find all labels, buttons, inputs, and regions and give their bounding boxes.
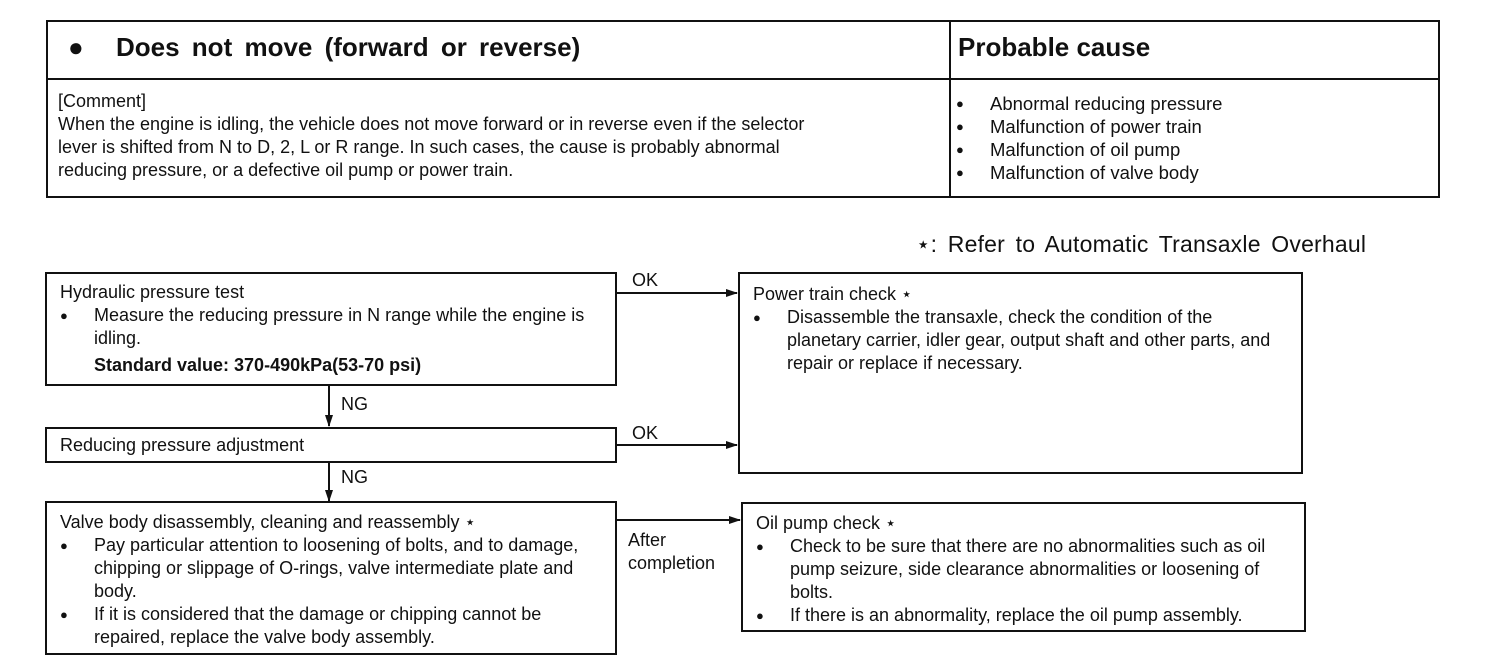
table-divider-horizontal	[48, 78, 1438, 80]
valve-body-box: Valve body disassembly, cleaning and rea…	[45, 501, 617, 655]
step-list: Disassemble the transaxle, check the con…	[753, 306, 1291, 375]
completion-label: completion	[628, 553, 716, 573]
cause-item: Abnormal reducing pressure	[956, 92, 1222, 115]
reducing-pressure-adjustment-box: Reducing pressure adjustment	[45, 427, 617, 463]
box-title: Hydraulic pressure test	[60, 282, 245, 302]
step-item: If it is considered that the damage or c…	[60, 603, 605, 649]
ok-label: OK	[632, 423, 659, 443]
ng-label: NG	[341, 467, 368, 487]
step-list: Pay particular attention to loosening of…	[60, 534, 605, 649]
box-title: Power train check ⋆	[753, 284, 913, 304]
step-item: Pay particular attention to loosening of…	[60, 534, 605, 603]
box-title: Oil pump check ⋆	[756, 513, 897, 533]
step-list: Check to be sure that there are no abnor…	[756, 535, 1294, 627]
step-item: Disassemble the transaxle, check the con…	[753, 306, 1291, 375]
bullet-icon: ●	[68, 32, 84, 62]
comment-label: [Comment]	[58, 91, 147, 111]
ng-label: NG	[341, 394, 368, 414]
symptom-title-text: Does not move (forward or reverse)	[116, 32, 581, 62]
step-item: If there is an abnormality, replace the …	[756, 604, 1294, 627]
cause-item: Malfunction of valve body	[956, 161, 1222, 184]
oil-pump-check-box: Oil pump check ⋆ Check to be sure that t…	[741, 502, 1306, 632]
probable-cause-heading: Probable cause	[958, 32, 1151, 62]
comment-line: When the engine is idling, the vehicle d…	[58, 114, 805, 134]
table-divider-vertical	[949, 22, 951, 196]
comment-line: reducing pressure, or a defective oil pu…	[58, 160, 514, 180]
probable-cause-list: Abnormal reducing pressure Malfunction o…	[956, 92, 1222, 184]
box-title: Valve body disassembly, cleaning and rea…	[60, 512, 476, 532]
step-item: Check to be sure that there are no abnor…	[756, 535, 1294, 604]
overhaul-reference-note: ⋆: Refer to Automatic Transaxle Overhaul	[916, 231, 1367, 257]
hydraulic-pressure-test-box: Hydraulic pressure test Measure the redu…	[45, 272, 617, 386]
cause-item: Malfunction of power train	[956, 115, 1222, 138]
box-title: Reducing pressure adjustment	[60, 435, 305, 455]
after-label: After	[628, 530, 667, 550]
power-train-check-box: Power train check ⋆ Disassemble the tran…	[738, 272, 1303, 474]
symptom-title: ● Does not move (forward or reverse)	[68, 32, 580, 63]
standard-value: Standard value: 370-490kPa(53-70 psi)	[94, 355, 422, 375]
step-list: Measure the reducing pressure in N range…	[60, 304, 605, 350]
cause-item: Malfunction of oil pump	[956, 138, 1222, 161]
comment-block: [Comment] When the engine is idling, the…	[58, 90, 942, 182]
step-item: Measure the reducing pressure in N range…	[60, 304, 605, 350]
comment-line: lever is shifted from N to D, 2, L or R …	[58, 137, 780, 157]
ok-label: OK	[632, 270, 659, 290]
symptom-table: ● Does not move (forward or reverse) Prob…	[46, 20, 1440, 198]
